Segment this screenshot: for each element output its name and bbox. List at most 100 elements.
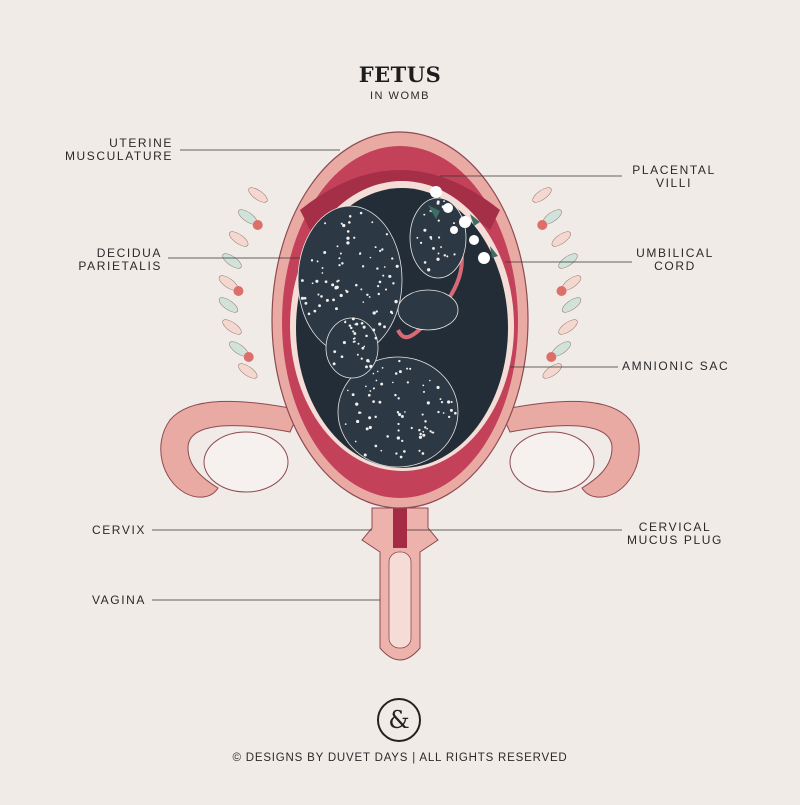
fetus-dot [355,322,359,326]
fetus-dot [430,238,433,240]
fetus-dot [437,236,441,239]
vagina-canal [388,551,412,649]
label-cervix: CERVIX [91,523,146,537]
fetus-dot [437,252,440,255]
leader-lines [152,149,632,601]
fetus-dot [323,251,327,254]
fetus-dot [339,293,343,298]
fetus-dot [325,298,329,302]
fetus-dot [338,263,341,267]
fetus-dot [316,260,319,263]
fetus-dot [320,295,323,298]
fetus-dot [381,248,384,251]
leaf [222,319,242,335]
fetus-dot [355,402,359,406]
fetus-dot [378,280,382,284]
label-umbilical-cord-line2: CORD [654,259,696,273]
fetus-dot [365,427,369,431]
fetus-dot [443,200,445,203]
leaf-wreath [218,187,582,379]
fetus-dot [378,400,382,404]
fetus-dot [300,279,304,282]
fetus-dot [335,307,338,311]
fetus-dot [406,367,409,370]
fetus-dot [372,372,375,375]
fetus-dot [429,430,432,433]
fetus-dot [356,353,359,356]
fetus-dot [396,411,400,414]
fetus-dot [422,433,426,437]
cervical-mucus-plug [393,498,407,548]
fetus-dot [339,252,342,255]
label-uterine-musculature: UTERINE MUSCULATURE [65,137,173,163]
page-subtitle: IN WOMB [370,90,430,102]
fetus-dot [383,266,386,268]
fetus-dot [389,275,392,278]
fetus-dot [374,336,378,340]
fetus-dot [447,415,451,419]
fetus-dot [365,365,368,369]
placenta-band [300,170,500,230]
fetus-dot [351,393,355,397]
fetus-dot [418,428,421,432]
fetus-dot [421,452,425,455]
fetus-dot [423,213,426,216]
fetus-dot [395,264,399,268]
fetus-dot [353,236,356,239]
fetus-dot [440,246,443,248]
fetus-dot [394,393,397,397]
left-ovary [203,431,289,493]
fetus-dot [331,283,335,287]
fetus-dot [374,444,378,448]
fetus-dot [384,288,388,291]
right-fallopian-tube [499,400,640,498]
fetus-dot [432,246,435,250]
fetus-dot [397,422,400,426]
fetus-dot [449,408,453,412]
fetus-dot [385,233,389,236]
fetus-dot [394,299,398,304]
label-umbilical-cord: UMBILICAL CORD [630,247,720,273]
flower [546,352,557,362]
fetus-dot [344,423,347,426]
fetus-dot [368,296,371,298]
fetus-dot [397,397,400,400]
fetus-dot [361,265,365,268]
fetus-dot [338,257,341,260]
fetus-dot [386,435,389,438]
fetus-dot [351,317,355,321]
flower [243,352,254,362]
fetus-dot [357,342,360,345]
fetus-dot [348,324,352,327]
fetus-dot [380,449,383,452]
fetus-dot [380,382,384,386]
fetus-dot [307,312,311,316]
fetus-dot [321,267,324,269]
fetus-dot [372,328,376,332]
fetus-dot [383,325,386,329]
leaf [561,297,582,313]
fetus-dot [360,357,363,360]
left-fallopian-tube [160,400,301,498]
label-decidua-parietalis-line2: PARIETALIS [78,259,162,273]
label-amnionic-sac: AMNIONIC SAC [622,359,730,373]
fetus-dot [396,436,401,440]
page-title: FETUS [358,62,442,87]
fetus-dot [369,390,372,392]
leaf [238,363,258,379]
fetus-dot [391,312,394,315]
fetus-dot [318,304,321,308]
fetus-dot [348,221,351,224]
label-placental-villi-line1: PLACENTAL [632,163,716,177]
fetus-dot [424,420,427,423]
flower [556,286,567,296]
flower [233,286,244,296]
fetus-dot [333,350,337,354]
fetus-dot [372,311,376,315]
fetus-dot [377,292,381,296]
fetus-dot [336,245,339,248]
fetus-dot [353,340,356,343]
fetus-dot [315,279,319,283]
fetus-dot [303,296,307,300]
